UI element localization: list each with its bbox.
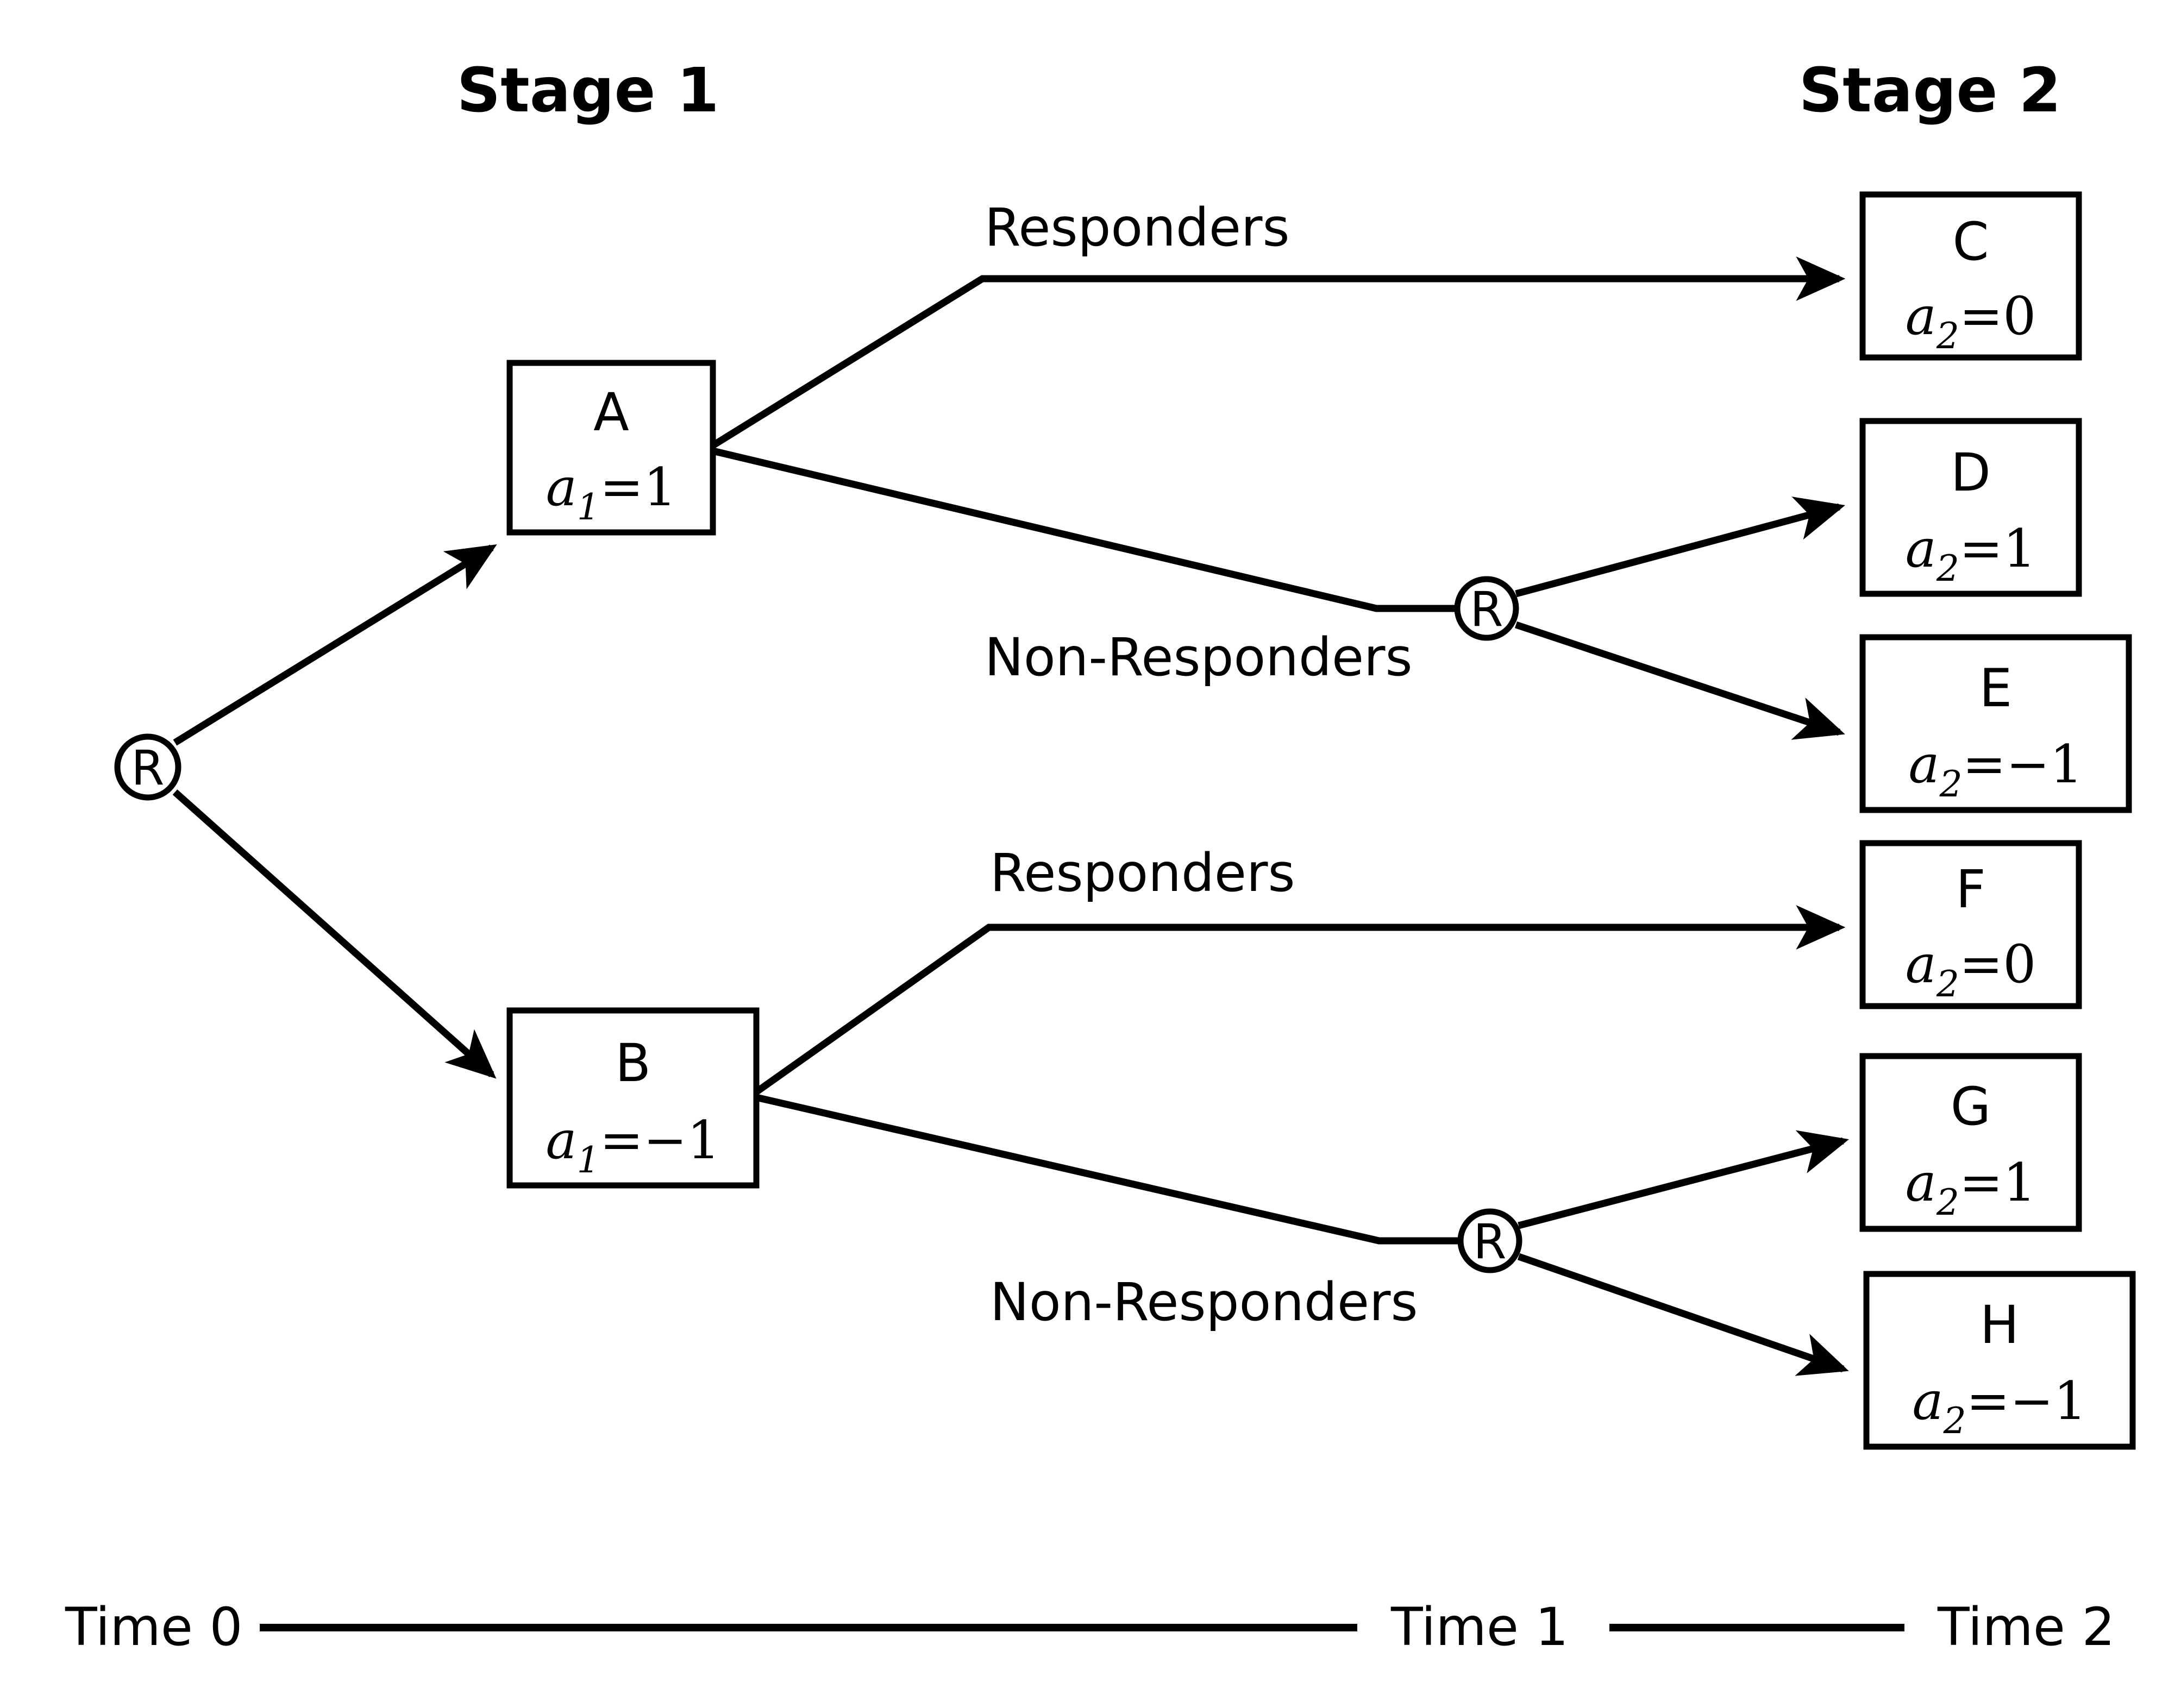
timeline-label-time-2: Time 2 [1937, 1597, 2115, 1657]
stage2-node-G-sub: 2 [1936, 1182, 1959, 1223]
stage2-node-F-num: 0 [2003, 934, 2036, 995]
stage2-node-D-value: a2=1 [1906, 518, 2036, 589]
edge-label-non-responders-top: Non-Responders [985, 627, 1413, 688]
stage2-node-G-letter: G [1951, 1076, 1991, 1137]
stage2-node-H-letter: H [1980, 1295, 2019, 1355]
stage1-node-A-var: a [546, 457, 577, 518]
stage2-node-E: E a2=−1 [1859, 634, 2132, 813]
stage2-node-G-value: a2=1 [1906, 1152, 2036, 1223]
edge-root-to-B [172, 789, 497, 1079]
stage2-node-F-eq: = [1959, 934, 2003, 995]
stage1-node-A-letter: A [593, 382, 629, 443]
edge-B-nonresponders-to-R2 [755, 1094, 1462, 1245]
stage2-node-H-sub: 2 [1943, 1400, 1966, 1442]
stage-2-title: Stage 2 [1799, 55, 2061, 126]
stage2-node-D-num: 1 [2003, 518, 2036, 579]
edge-root-to-A [173, 544, 497, 746]
stage2-node-D-var: a [1906, 518, 1936, 579]
edge-R2-to-G [1518, 1130, 1850, 1229]
stage2-node-G: G a2=1 [1859, 1053, 2082, 1232]
randomization-node-lower-label: R [1473, 1214, 1506, 1270]
edge-B-responders-to-F [754, 905, 1846, 1095]
stage1-node-A: A a1=1 [506, 360, 716, 536]
edge-A-responders-to-C [711, 256, 1846, 449]
stage1-node-A-value: a1=1 [546, 457, 677, 528]
stage1-node-A-eq: = [600, 457, 643, 518]
stage2-node-E-value: a2=−1 [1908, 734, 2083, 805]
edge-A-nonresponders-to-R1 [712, 447, 1458, 612]
stage2-node-E-sub: 2 [1939, 763, 1963, 805]
stage1-node-B-eq: = [600, 1110, 643, 1171]
stage-1-title: Stage 1 [457, 55, 719, 126]
edge-label-responders-bottom: Responders [990, 843, 1295, 903]
stage1-node-B: B a1=−1 [506, 1007, 760, 1189]
stage2-node-C-sub: 2 [1936, 315, 1959, 357]
stage2-node-H-var: a [1912, 1371, 1943, 1431]
stage2-node-C: C a2=0 [1859, 191, 2082, 361]
randomization-node-root: R [114, 733, 181, 801]
stage2-node-F-sub: 2 [1936, 963, 1959, 1005]
stage2-node-G-eq: = [1959, 1152, 2003, 1213]
stage2-node-E-letter: E [1979, 658, 2013, 719]
stage2-node-F-var: a [1906, 934, 1936, 995]
randomization-node-upper-label: R [1470, 581, 1503, 637]
stage1-node-B-value: a1=−1 [546, 1110, 720, 1181]
stage2-node-D-sub: 2 [1936, 548, 1959, 589]
stage2-node-C-letter: C [1952, 211, 1989, 272]
stage2-node-F-letter: F [1956, 859, 1985, 920]
stage2-node-D: D a2=1 [1859, 418, 2082, 597]
timeline-label-time-0: Time 0 [65, 1597, 243, 1657]
stage2-node-D-letter: D [1951, 442, 1991, 503]
stage1-node-B-num: −1 [643, 1110, 720, 1171]
stage2-node-D-eq: = [1959, 518, 2003, 579]
stage2-node-C-value: a2=0 [1906, 286, 2036, 357]
stage2-node-E-var: a [1908, 734, 1939, 795]
edge-label-responders-top: Responders [985, 197, 1289, 258]
stage1-node-B-sub: 1 [577, 1139, 600, 1181]
stage2-node-G-num: 1 [2003, 1152, 2036, 1213]
stage2-node-E-num: −1 [2006, 734, 2083, 795]
edge-R1-to-E [1514, 621, 1845, 740]
edge-label-non-responders-bottom: Non-Responders [990, 1272, 1418, 1333]
stage2-node-C-eq: = [1959, 286, 2003, 347]
stage2-node-H: H a2=−1 [1863, 1271, 2136, 1450]
stage2-node-H-eq: = [1966, 1371, 2010, 1431]
stage1-node-B-letter: B [615, 1033, 651, 1094]
stage1-node-B-var: a [546, 1110, 576, 1171]
stage2-node-H-num: −1 [2010, 1371, 2087, 1431]
edge-R1-to-D [1515, 497, 1845, 598]
stage2-node-F-value: a2=0 [1906, 934, 2036, 1005]
stage2-node-G-var: a [1906, 1152, 1936, 1213]
stage2-node-E-eq: = [1963, 734, 2006, 795]
randomization-node-root-label: R [131, 740, 164, 796]
stage1-node-A-sub: 1 [577, 486, 600, 528]
randomization-node-upper: R [1454, 576, 1519, 641]
randomization-node-lower: R [1457, 1208, 1522, 1273]
stage1-node-A-num: 1 [643, 457, 676, 518]
stage2-node-F: F a2=0 [1859, 840, 2082, 1009]
stage2-node-C-var: a [1906, 286, 1936, 347]
stage2-node-H-value: a2=−1 [1912, 1371, 2086, 1442]
stage2-node-C-num: 0 [2003, 286, 2036, 347]
edge-R2-to-H [1517, 1253, 1849, 1376]
timeline-label-time-1: Time 1 [1390, 1597, 1569, 1657]
